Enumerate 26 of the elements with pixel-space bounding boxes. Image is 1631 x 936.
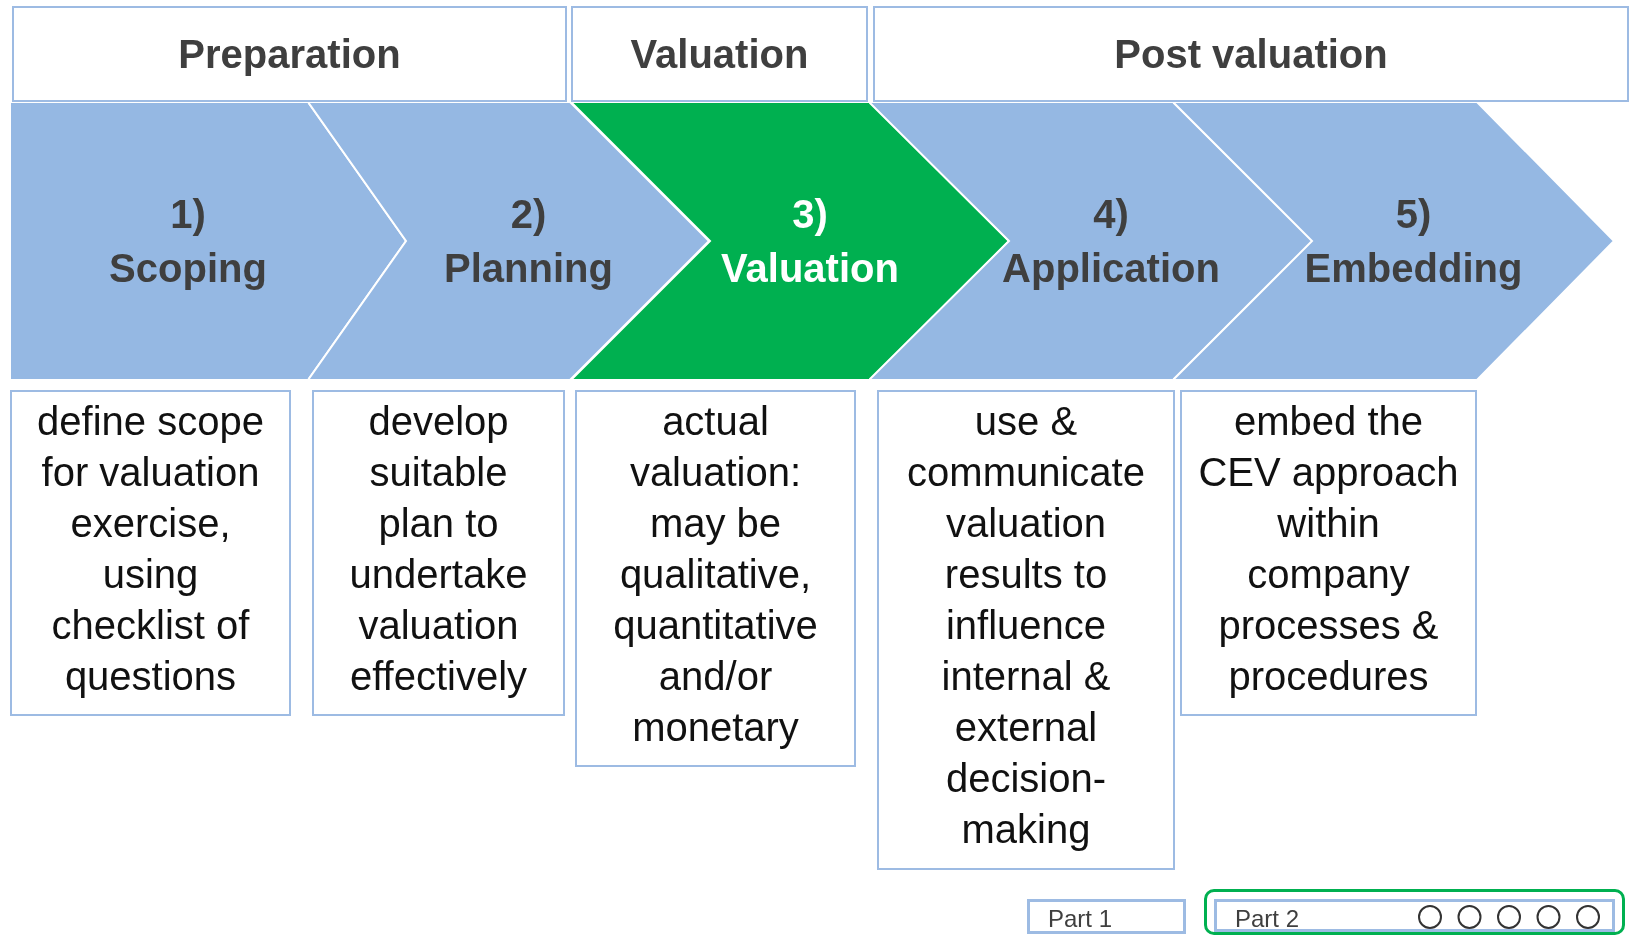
description-box (10, 390, 291, 716)
description-box (575, 390, 856, 767)
phase-title: Post valuation (1114, 31, 1388, 77)
step-title: 3) Valuation (721, 191, 899, 292)
step-description: define scope for valuation exercise, using checklist of questions (36, 398, 265, 700)
phase-header (12, 6, 567, 102)
description-box (1180, 390, 1477, 716)
phase-header (571, 6, 868, 102)
highlight-frame (1204, 889, 1625, 935)
phase-title: Valuation (630, 31, 809, 77)
step-description: actual valuation: may be qualitative, quantitative and/or monetary (612, 398, 819, 751)
part-box (1027, 899, 1186, 934)
description-box (877, 390, 1175, 870)
part-label: Part 2 (1235, 905, 1300, 933)
description-box (312, 390, 565, 716)
step-title: 4) Application (1002, 191, 1220, 292)
phase-title: Preparation (178, 31, 401, 77)
phase-header (873, 6, 1629, 102)
step-title: 2) Planning (444, 191, 613, 292)
step-description: embed the CEV approach within company processes & procedures (1198, 398, 1459, 700)
part-label: Part 1 (1048, 905, 1113, 933)
step-title: 1) Scoping (109, 191, 267, 292)
step-description: use & communicate valuation results to influence internal & external decision-making (906, 398, 1146, 853)
step-description: develop suitable plan to undertake valuation effectively (348, 398, 529, 700)
step-title: 5) Embedding (1304, 191, 1523, 292)
part-box (1214, 899, 1615, 932)
